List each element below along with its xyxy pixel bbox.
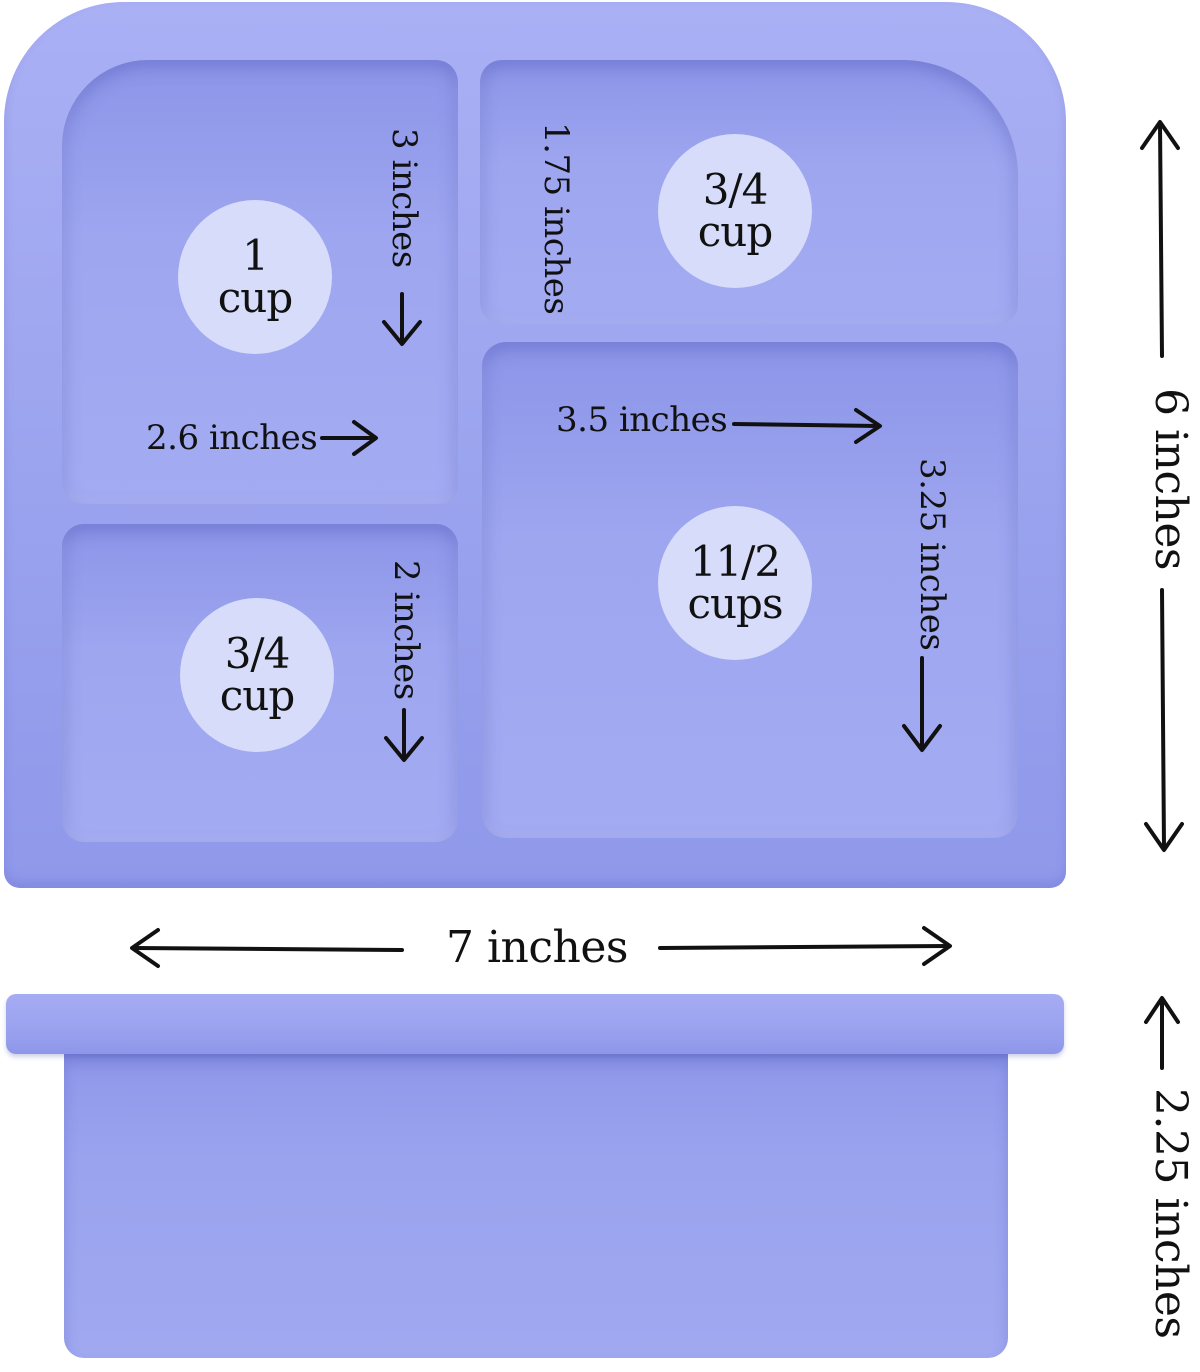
double-arrow-horizontal-icon xyxy=(130,926,952,968)
arrow-down-icon xyxy=(384,708,424,762)
overall-width-label: 7 inches xyxy=(446,922,629,973)
capacity-value: 3/4 xyxy=(702,165,769,214)
capacity-value: 11/2 xyxy=(689,537,781,586)
double-arrow-vertical-icon xyxy=(1140,120,1184,852)
capacity-badge-top-right: 3/4 cup xyxy=(658,134,812,288)
capacity-unit: cup xyxy=(217,273,293,322)
capacity-badge-top-left: 1 cup xyxy=(178,200,332,354)
capacity-unit: cups xyxy=(687,579,783,628)
capacity-badge-bottom-right: 11/2 cups xyxy=(658,506,812,660)
capacity-unit: cup xyxy=(219,671,295,720)
capacity-unit: cup xyxy=(697,207,773,256)
arrow-right-icon xyxy=(320,420,378,456)
container-side-view xyxy=(64,1054,1008,1358)
arrow-up-icon xyxy=(1144,996,1180,1070)
bottom-right-width-label: 3.5 inches xyxy=(556,400,728,440)
arrow-down-icon xyxy=(902,656,942,752)
capacity-value: 3/4 xyxy=(224,629,291,678)
capacity-badge-bottom-left: 3/4 cup xyxy=(180,598,334,752)
arrow-right-icon xyxy=(732,408,882,444)
top-left-width-label: 2.6 inches xyxy=(146,418,318,458)
container-lid-side-view xyxy=(6,994,1064,1054)
capacity-value: 1 xyxy=(242,231,269,280)
arrow-down-icon xyxy=(382,292,422,346)
